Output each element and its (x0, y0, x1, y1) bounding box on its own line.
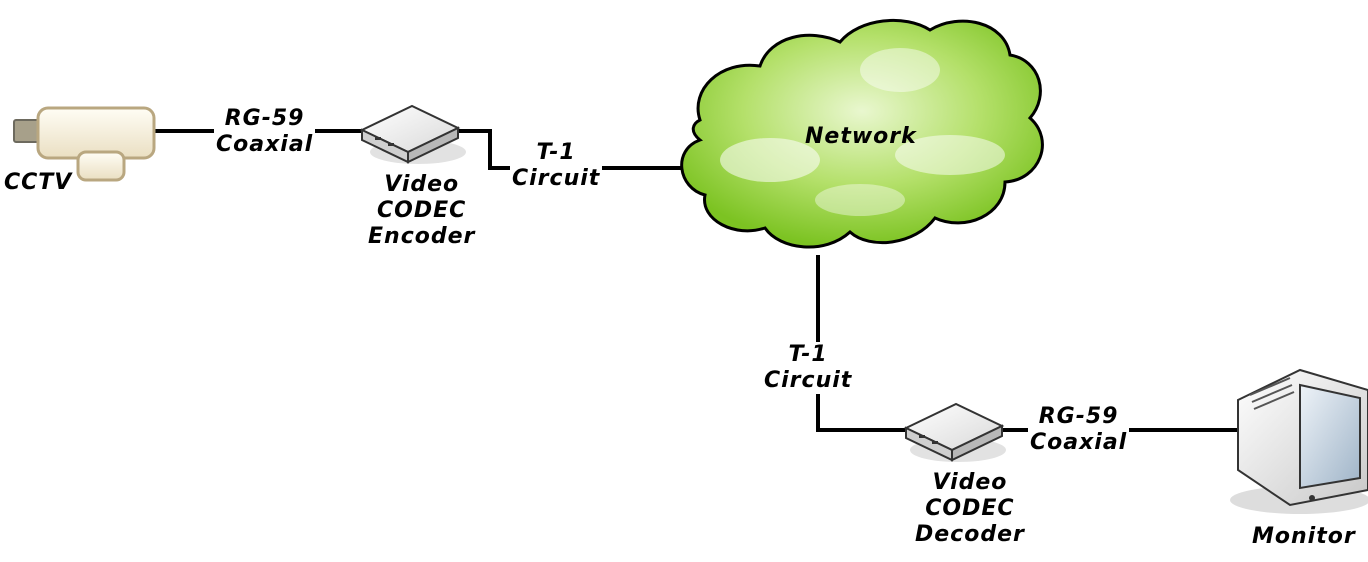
encoder-label-line-3: Encoder (368, 224, 476, 249)
link-cctv-encoder-label: RG-59 Coaxial (214, 106, 316, 158)
link-label-line-1: RG-59 (1038, 404, 1119, 429)
link-label-line-1: T-1 (536, 140, 576, 165)
decoder-label-line-2: CODEC (925, 496, 1015, 521)
codec-encoder-icon (359, 104, 466, 164)
decoder-label-line-1: Video (932, 470, 1008, 495)
cctv-label: CCTV (4, 170, 72, 196)
encoder-label-line-2: CODEC (377, 198, 467, 223)
link-label-line-2: Circuit (512, 166, 601, 191)
encoder-label: Video CODEC Encoder (368, 172, 475, 250)
crt-monitor-icon (1230, 368, 1368, 514)
link-network-decoder (816, 255, 912, 432)
cctv-camera-icon (13, 106, 156, 182)
link-label-line-2: Coaxial (1030, 430, 1128, 455)
codec-decoder-icon (903, 402, 1006, 462)
link-label-line-1: T-1 (788, 342, 828, 367)
monitor-label-text: Monitor (1252, 524, 1356, 549)
network-label: Network (805, 124, 917, 150)
network-label-text: Network (805, 124, 917, 149)
decoder-label-line-3: Decoder (915, 522, 1025, 547)
link-label-line-2: Circuit (764, 368, 853, 393)
cctv-label-text: CCTV (4, 170, 73, 195)
link-decoder-monitor-label: RG-59 Coaxial (1028, 404, 1130, 456)
link-network-decoder-label: T-1 Circuit (762, 342, 855, 394)
link-label-line-2: Coaxial (216, 132, 314, 157)
decoder-label: Video CODEC Decoder (915, 470, 1025, 548)
encoder-label-line-1: Video (384, 172, 460, 197)
link-encoder-network-label: T-1 Circuit (510, 140, 603, 192)
link-label-line-1: RG-59 (224, 106, 305, 131)
network-cloud-icon (680, 18, 1044, 249)
monitor-label: Monitor (1252, 524, 1356, 550)
